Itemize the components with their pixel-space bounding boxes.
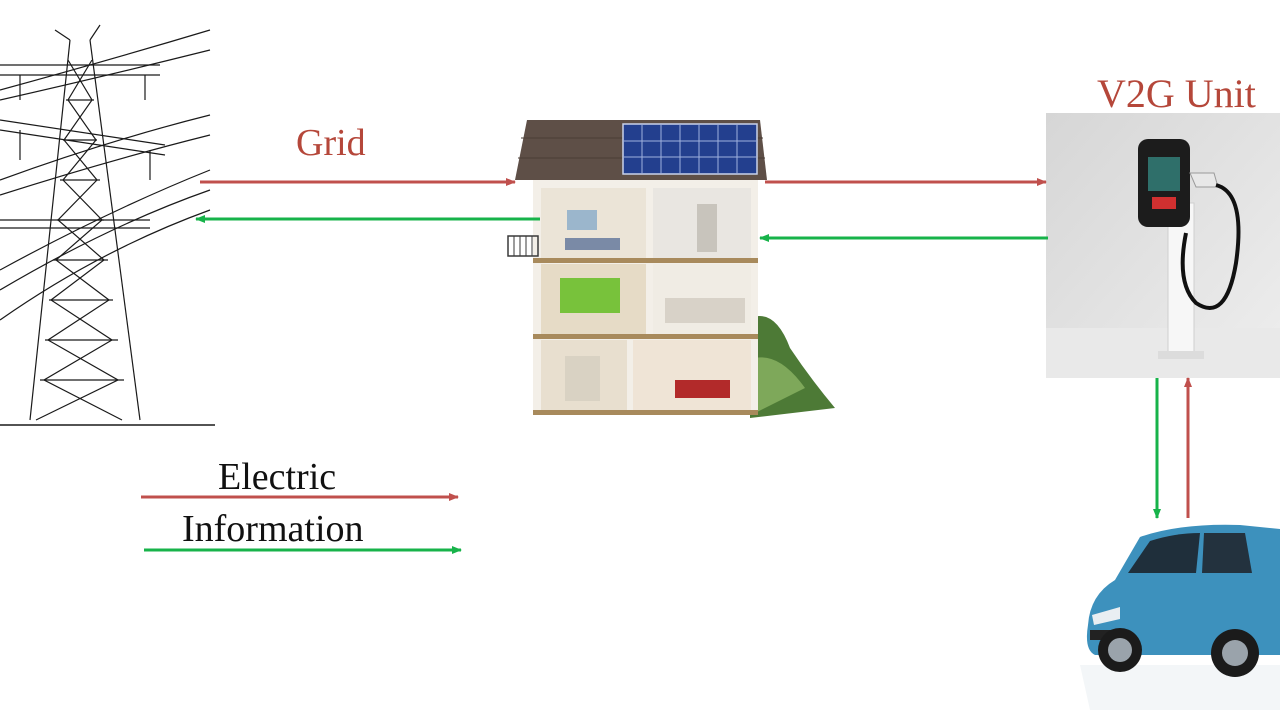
house-image <box>505 118 845 423</box>
v2g-charger-image <box>1046 113 1280 378</box>
electric-car-image <box>1070 515 1280 710</box>
v2g-unit-label: V2G Unit <box>1097 71 1256 116</box>
legend-information-label: Information <box>182 508 364 550</box>
grid-label: Grid <box>296 122 366 164</box>
transmission-tower-image <box>0 20 215 430</box>
legend-electric-label: Electric <box>218 456 337 498</box>
